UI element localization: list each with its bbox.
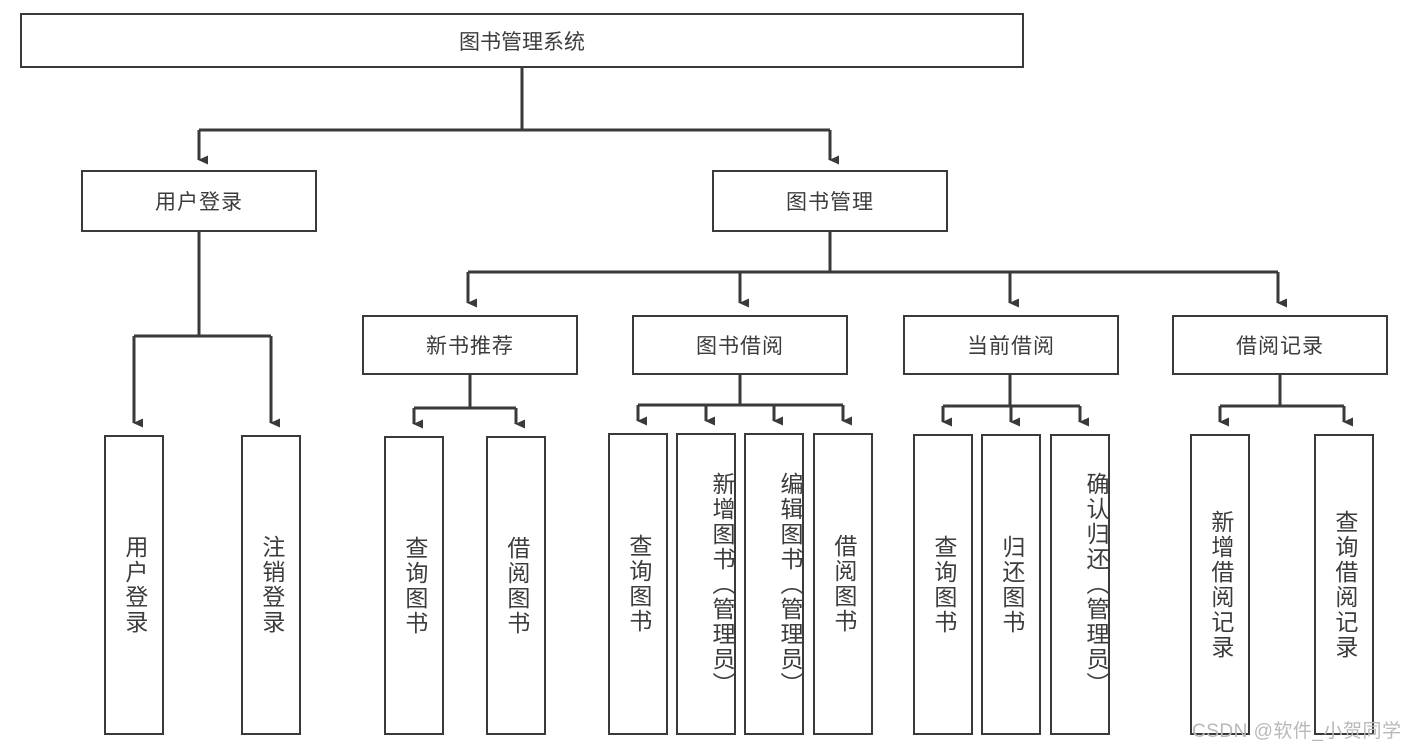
node-leaf-return-book[interactable]: 归还图书: [981, 434, 1041, 735]
node-leaf-borrow-book-1[interactable]: 借阅图书: [486, 436, 546, 735]
node-leaf-user-logout-label: 注销登录: [258, 535, 285, 635]
node-book-manage[interactable]: 图书管理: [712, 170, 948, 232]
node-leaf-query-book-1-label: 查询图书: [401, 535, 428, 636]
node-leaf-query-record[interactable]: 查询借阅记录: [1314, 434, 1374, 735]
watermark-text: CSDN @软件_小贺同学: [1192, 721, 1402, 742]
node-leaf-edit-book-label: 编辑图书（管理员）: [777, 471, 803, 697]
node-leaf-borrow-book-1-label: 借阅图书: [503, 535, 530, 636]
node-leaf-borrow-book-2[interactable]: 借阅图书: [813, 433, 873, 735]
node-leaf-query-book-3[interactable]: 查询图书: [913, 434, 973, 735]
node-current-borrow[interactable]: 当前借阅: [903, 315, 1119, 375]
node-user-login-label: 用户登录: [155, 191, 243, 214]
node-leaf-user-logout[interactable]: 注销登录: [241, 435, 301, 735]
node-leaf-user-login-label: 用户登录: [121, 535, 148, 635]
node-leaf-return-book-label: 归还图书: [998, 534, 1025, 635]
node-new-book-rec[interactable]: 新书推荐: [362, 315, 578, 375]
node-leaf-query-book-2[interactable]: 查询图书: [608, 433, 668, 735]
node-leaf-add-book[interactable]: 新增图书（管理员）: [676, 433, 736, 735]
node-leaf-user-login[interactable]: 用户登录: [104, 435, 164, 735]
node-leaf-query-book-1[interactable]: 查询图书: [384, 436, 444, 735]
node-user-login[interactable]: 用户登录: [81, 170, 317, 232]
node-current-borrow-label: 当前借阅: [967, 335, 1055, 358]
node-leaf-edit-book[interactable]: 编辑图书（管理员）: [744, 433, 804, 735]
node-borrow-record-label: 借阅记录: [1236, 335, 1324, 358]
node-leaf-add-record-label: 新增借阅记录: [1207, 509, 1234, 660]
node-leaf-query-book-3-label: 查询图书: [930, 534, 957, 635]
node-leaf-query-book-2-label: 查询图书: [625, 534, 652, 634]
node-leaf-confirm-return[interactable]: 确认归还（管理员）: [1050, 434, 1110, 735]
node-root-label: 图书管理系统: [459, 30, 585, 54]
node-book-manage-label: 图书管理: [786, 191, 874, 214]
node-leaf-borrow-book-2-label: 借阅图书: [830, 534, 857, 634]
node-leaf-query-record-label: 查询借阅记录: [1331, 509, 1358, 660]
node-borrow-record[interactable]: 借阅记录: [1172, 315, 1388, 375]
node-root[interactable]: 图书管理系统: [20, 13, 1024, 68]
node-book-borrow[interactable]: 图书借阅: [632, 315, 848, 375]
node-leaf-confirm-return-label: 确认归还（管理员）: [1083, 472, 1109, 697]
node-book-borrow-label: 图书借阅: [696, 335, 784, 358]
node-leaf-add-record[interactable]: 新增借阅记录: [1190, 434, 1250, 735]
node-new-book-rec-label: 新书推荐: [426, 335, 514, 358]
node-leaf-add-book-label: 新增图书（管理员）: [709, 471, 735, 697]
